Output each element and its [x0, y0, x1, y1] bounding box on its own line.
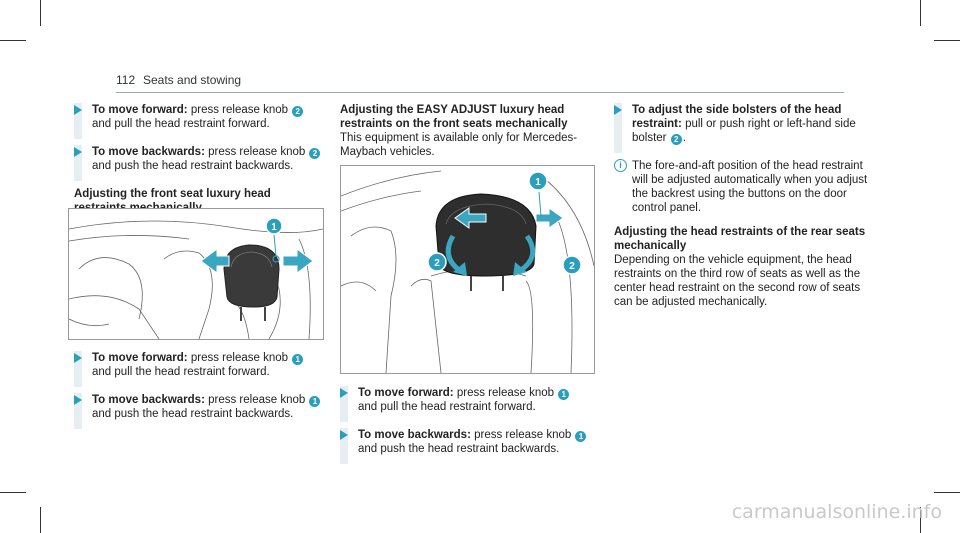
step-text: press release knob — [208, 394, 306, 406]
crop-mark — [40, 0, 41, 26]
crop-mark — [920, 507, 921, 533]
body-text: Depending on the vehicle equipment, the … — [614, 254, 861, 308]
step-move-forward: To move forward: press release knob 1 an… — [340, 386, 596, 422]
front-seat-headrest-illustration: 1 — [68, 208, 324, 340]
step-text: pull or push right or left-hand side bol… — [632, 118, 856, 144]
easy-adjust-headrest-illustration: 1 2 2 — [340, 165, 595, 374]
figure-callout-1: 1 — [271, 222, 277, 233]
info-note: i The fore-and-aft position of the head … — [614, 159, 872, 215]
step-text: and push the head restraint backwards. — [92, 408, 294, 420]
column-1: To move forward: press release knob 2 an… — [74, 103, 326, 221]
callout-badge: 2 — [292, 106, 304, 117]
step-text: and pull the head restraint forward. — [92, 118, 270, 130]
info-icon: i — [614, 159, 627, 172]
step-text: . — [682, 132, 686, 144]
crop-mark — [934, 40, 960, 41]
step-triangle-icon — [74, 105, 82, 115]
step-label: To move backwards: — [92, 146, 205, 158]
step-label: To move backwards: — [358, 429, 471, 441]
step-triangle-icon — [74, 147, 82, 157]
column-2: Adjusting the EASY ADJUST luxury head re… — [340, 103, 596, 159]
callout-badge: 1 — [292, 354, 304, 365]
callout-badge: 2 — [309, 148, 321, 159]
note-text: The fore-and-aft position of the head re… — [632, 160, 868, 214]
page-number: 112 — [116, 73, 136, 87]
step-move-forward: To move forward: press release knob 1 an… — [74, 351, 326, 387]
step-label: To move forward: — [358, 387, 454, 399]
step-triangle-icon — [340, 430, 348, 440]
column-2-lower: To move forward: press release knob 1 an… — [340, 386, 596, 470]
step-text: and pull the head restraint forward. — [92, 366, 270, 378]
step-triangle-icon — [74, 353, 82, 363]
crop-mark — [934, 492, 960, 493]
crop-mark — [0, 40, 26, 41]
step-text: press release knob — [190, 104, 289, 116]
section-heading: Adjusting the head restraints of the rea… — [614, 226, 866, 252]
step-text: press release knob — [474, 429, 572, 441]
step-text: press release knob — [456, 387, 555, 399]
step-label: To move forward: — [92, 104, 188, 116]
intro-text: This equipment is available only for Mer… — [340, 132, 578, 158]
figure-callout-2-left: 2 — [434, 258, 440, 269]
section-title: Seats and stowing — [143, 73, 242, 87]
callout-badge: 1 — [558, 389, 570, 400]
step-text: and pull the head restraint forward. — [358, 401, 536, 413]
step-move-backwards: To move backwards: press release knob 1 … — [74, 393, 326, 429]
step-text: press release knob — [208, 146, 306, 158]
step-move-backwards: To move backwards: press release knob 2 … — [74, 145, 326, 181]
figure-callout-1: 1 — [535, 177, 541, 188]
step-text: and push the head restraint backwards. — [92, 160, 294, 172]
step-label: To move backwards: — [92, 394, 205, 406]
callout-badge: 2 — [670, 134, 682, 145]
step-text: and push the head restraint backwards. — [358, 443, 560, 455]
crop-mark — [40, 507, 41, 533]
figure-callout-2-right: 2 — [569, 261, 575, 272]
callout-badge: 1 — [575, 431, 587, 442]
step-label: To move forward: — [92, 352, 188, 364]
section-heading: Adjusting the EASY ADJUST luxury head re… — [340, 104, 568, 130]
step-move-forward: To move forward: press release knob 2 an… — [74, 103, 326, 139]
step-triangle-icon — [74, 395, 82, 405]
illustration-svg: 1 — [69, 217, 323, 339]
callout-badge: 1 — [309, 396, 321, 407]
step-triangle-icon — [614, 105, 622, 115]
step-triangle-icon — [340, 388, 348, 398]
illustration-svg: 1 2 2 — [341, 170, 594, 373]
step-text: press release knob — [190, 352, 289, 364]
crop-mark — [0, 492, 26, 493]
header-divider — [116, 92, 844, 93]
watermark: carmanualsonline.info — [731, 501, 942, 523]
column-1-lower: To move forward: press release knob 1 an… — [74, 351, 326, 435]
column-3: To adjust the side bolsters of the head … — [614, 103, 872, 309]
crop-mark — [920, 0, 921, 26]
step-move-backwards: To move backwards: press release knob 1 … — [340, 428, 596, 464]
step-label: To adjust the side bolsters of the head … — [632, 104, 842, 130]
step-adjust-side-bolsters: To adjust the side bolsters of the head … — [614, 103, 872, 153]
